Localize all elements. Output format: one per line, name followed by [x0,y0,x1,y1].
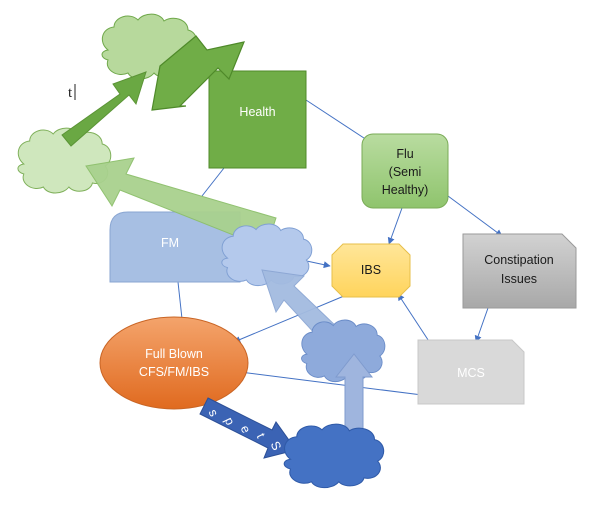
flu-box [361,133,449,209]
fm-box [109,211,241,283]
connector-health-to-fm [201,167,225,197]
constipation-label-line2: Issues [501,272,537,286]
steps-letter: s [206,407,221,419]
full-blown-ellipse [99,316,249,410]
full-blown-label-line1: Full Blown [145,347,203,361]
connector-flu-to-ibs [387,207,403,245]
arrow-green-up-right [61,71,147,147]
flu-label-line2: (Semi [389,165,422,179]
ibs-box [331,243,411,298]
arrow-vertical-up [334,353,374,439]
fm-label: FM [161,236,179,250]
health-label: Health [239,105,275,119]
stray-text[interactable]: t [68,85,73,101]
steps-arrow [199,397,297,459]
mcs-label: MCS [457,366,485,380]
flu-label-line1: Flu [396,147,413,161]
constipation-box [462,233,577,309]
constipation-label-line1: Constipation [484,253,554,267]
ibs-label: IBS [361,263,381,277]
connector-health-to-flu [305,99,371,143]
connector-flu-to-constipation [447,195,503,237]
cloud-bottom-dark-blue [283,423,385,489]
health-box [208,70,307,169]
connector-ibs-to-fullblown [233,295,345,343]
connector-mcs-to-fullblown [223,367,431,397]
arrow-green-big [151,35,245,111]
mcs-box [417,339,525,405]
full-blown-label-line2: CFS/FM/IBS [139,365,209,379]
flu-label-line3: Healthy) [382,183,429,197]
connector-constipation-to-mcs [474,307,489,343]
steps-letter: t [254,431,268,441]
